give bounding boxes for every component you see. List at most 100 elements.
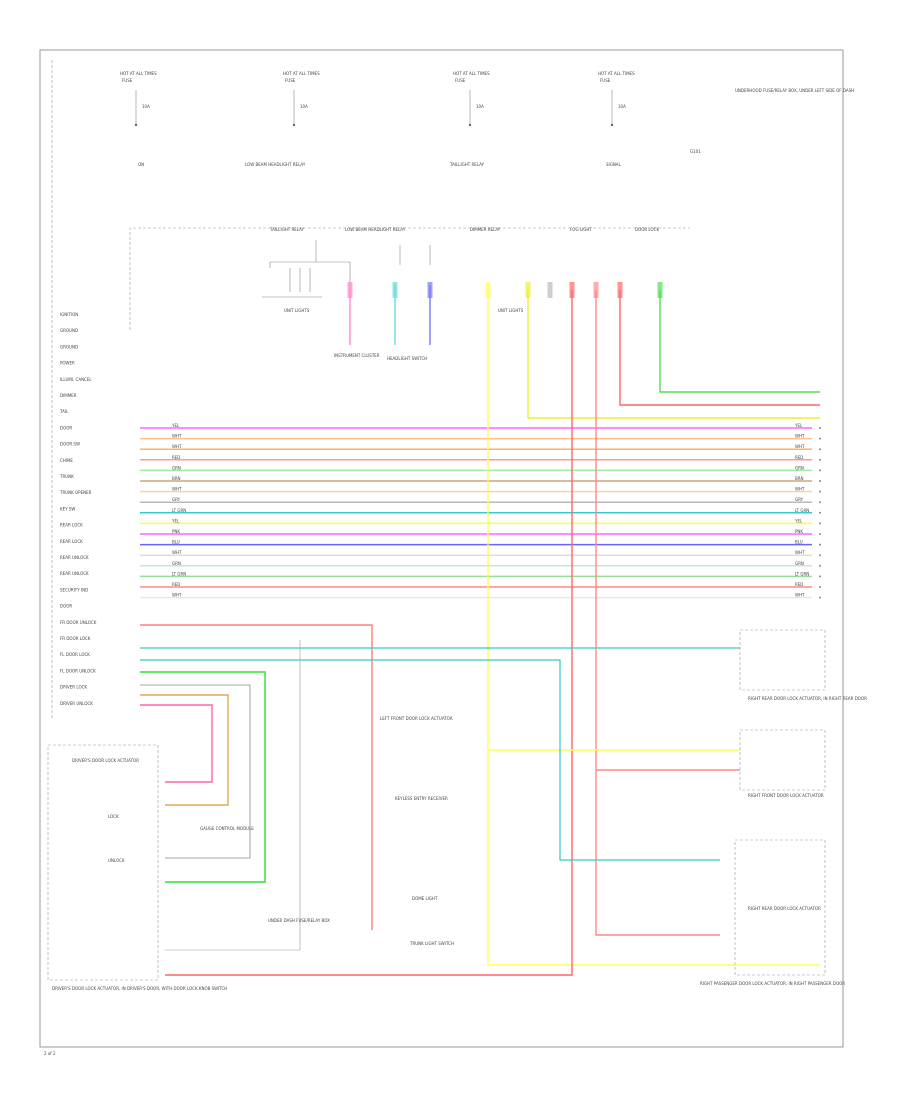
bus-label: DOOR LOCK xyxy=(635,227,659,232)
right-front-door-actuator: RIGHT FRONT DOOR LOCK ACTUATOR xyxy=(739,729,826,798)
pin-label: REAR LOCK xyxy=(60,539,83,544)
pin-label: DRIVER LOCK xyxy=(60,685,87,690)
risers xyxy=(140,285,820,976)
pin-label: REAR UNLOCK xyxy=(60,555,89,560)
wire-label-left: PNK xyxy=(172,529,180,534)
pin-label: REAR LOCK xyxy=(60,523,83,528)
bus-box xyxy=(129,227,690,330)
right-rear-caption: RIGHT REAR DOOR LOCK ACTUATOR, IN RIGHT … xyxy=(748,696,867,701)
pin-label: IGNITION xyxy=(60,312,78,317)
connector-stud xyxy=(547,282,553,298)
right-front-label: RIGHT FRONT DOOR LOCK ACTUATOR xyxy=(748,793,824,798)
fuse-1: HOT AT ALL TIMES FUSE 10A ON xyxy=(120,71,157,167)
wire-label-right: GRN xyxy=(795,465,804,470)
fuse-note: 10A xyxy=(142,104,150,109)
wire-label-right: RED xyxy=(795,582,803,587)
wire-label-right: WHT xyxy=(795,550,805,555)
fuse-label: HOT AT ALL TIMES xyxy=(283,71,320,76)
fuse-label: HOT AT ALL TIMES xyxy=(120,71,157,76)
pin-label: ILLUMI. CANCEL xyxy=(60,377,92,382)
fuse-sub: FUSE xyxy=(455,78,466,83)
wire-label-left: YEL xyxy=(171,423,180,428)
connector-pin xyxy=(819,586,821,588)
fuse-3: HOT AT ALL TIMES FUSE 10A TAILLIGHT RELA… xyxy=(449,71,490,167)
internal-fuses: UNIT LIGHTS xyxy=(262,240,431,313)
connector-pin xyxy=(819,522,821,525)
wire-label-right: RED xyxy=(795,455,803,460)
connector-pin xyxy=(819,575,821,578)
headlight-switch-label: HEADLIGHT SWITCH xyxy=(387,356,427,361)
gauge-control-label: GAUGE CONTROL MODULE xyxy=(200,826,254,831)
pin-label: DOOR xyxy=(60,604,72,609)
fuse-caption: SIGNAL xyxy=(606,162,622,167)
fuse-note: 10A xyxy=(476,104,484,109)
connector-pin xyxy=(819,543,821,546)
connector-pin xyxy=(819,511,821,514)
pin-label: DRIVER UNLOCK xyxy=(60,701,93,706)
wire-label-left: GRN xyxy=(172,561,181,566)
pin-label: CHIME xyxy=(60,458,73,463)
rear-pass-caption: RIGHT PASSENGER DOOR LOCK ACTUATOR, IN R… xyxy=(700,981,845,986)
wire-label-left: RED xyxy=(172,582,180,587)
bus-label: TAILLIGHT RELAY xyxy=(269,227,305,232)
wire-label-left: GRN xyxy=(172,465,181,470)
wire-label-right: BLU xyxy=(795,540,803,545)
fuse-sub: FUSE xyxy=(122,78,133,83)
wire-label-right: LT GRN xyxy=(795,571,809,576)
diagram-frame xyxy=(39,49,844,1048)
pin-label: TRUNK xyxy=(59,474,74,479)
wire-label-left: WHT xyxy=(172,444,182,449)
wire-label-right: WHT xyxy=(795,487,805,492)
left-front-door-label: LEFT FRONT DOOR LOCK ACTUATOR xyxy=(380,716,453,721)
connector-pin xyxy=(819,490,821,493)
keyless-label: KEYLESS ENTRY RECEIVER xyxy=(395,796,448,801)
connector-pin xyxy=(819,554,821,557)
pin-label: FL DOOR UNLOCK xyxy=(60,668,96,673)
wire-label-left: WHT xyxy=(172,550,182,555)
pin-label: DIMMER xyxy=(60,393,77,398)
pin-label: SECURITY IND xyxy=(60,587,88,592)
wire-label-left: BRN xyxy=(172,476,181,481)
connector-pin xyxy=(819,564,821,567)
top-right-ref: G101 xyxy=(690,149,701,154)
wire-label-left: LT GRN xyxy=(172,508,186,513)
wire-label-left: GRY xyxy=(172,497,181,502)
wire-label-left: WHT xyxy=(172,593,182,598)
pin-label: FR DOOR UNLOCK xyxy=(60,620,97,625)
instrument-cluster-label: INSTRUMENT CLUSTER xyxy=(334,353,380,358)
lock-label: LOCK xyxy=(108,814,119,819)
pin-label: TRUNK OPENER xyxy=(59,490,92,495)
pin-label: REAR UNLOCK xyxy=(60,571,89,576)
right-rear-door-actuator: RIGHT REAR DOOR LOCK ACTUATOR, IN RIGHT … xyxy=(739,629,867,701)
fuse-note: 10A xyxy=(618,104,626,109)
driver-caption: DRIVER'S DOOR LOCK ACTUATOR, IN DRIVER'S… xyxy=(52,986,227,991)
pin-label: DOOR xyxy=(60,425,72,430)
connector-pin xyxy=(819,458,821,461)
connector-pin xyxy=(819,437,821,440)
connector-pin xyxy=(819,427,821,429)
connector-pin xyxy=(819,480,821,482)
pin-label: GROUND xyxy=(60,328,78,333)
wire-label-right: WHT xyxy=(795,444,805,449)
bus-label: LOW BEAM HEADLIGHT RELAY xyxy=(345,227,406,232)
fuse-caption: ON xyxy=(138,162,144,167)
wire-label-right: YEL xyxy=(794,423,803,428)
fuse-label: HOT AT ALL TIMES xyxy=(598,71,635,76)
page-id: 2 of 2 xyxy=(44,1051,56,1056)
fuse-2: HOT AT ALL TIMES FUSE 10A LOW BEAM HEADL… xyxy=(245,71,320,167)
fuse-4: HOT AT ALL TIMES FUSE 10A SIGNAL xyxy=(598,71,635,167)
fuse-sub: FUSE xyxy=(600,78,611,83)
right-rear-door-label: RIGHT REAR DOOR LOCK ACTUATOR xyxy=(748,906,821,911)
wire-label-right: GRN xyxy=(795,561,804,566)
fuse-note: 10A xyxy=(300,104,308,109)
pin-label: TAIL xyxy=(59,409,69,414)
pin-label: POWER xyxy=(60,361,75,366)
top-right-note: UNDERHOOD FUSE/RELAY BOX, UNDER LEFT SID… xyxy=(735,88,854,93)
fuse-sub: FUSE xyxy=(285,78,296,83)
wire-label-right: LT GRN xyxy=(795,508,809,513)
connector-pin xyxy=(819,533,821,535)
trunk-label: TRUNK LIGHT SWITCH xyxy=(409,941,454,946)
